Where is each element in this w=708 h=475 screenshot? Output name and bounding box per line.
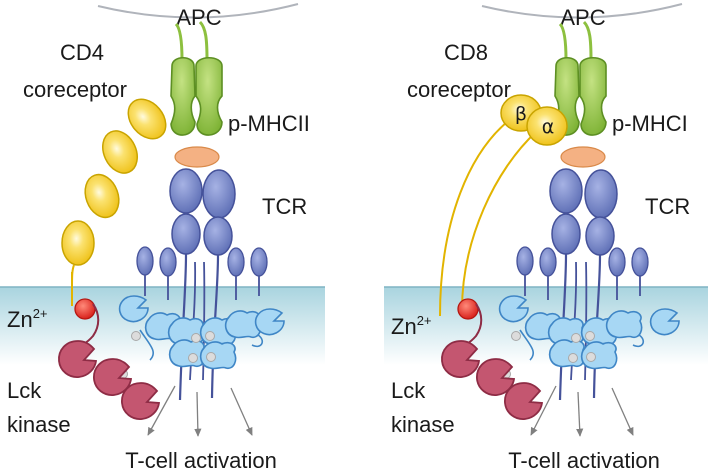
left-tcr-label: TCR <box>262 194 307 219</box>
right-coreceptor-name: CD8 <box>444 40 488 65</box>
left-cd4-domains <box>61 98 167 306</box>
left-mhc-complex <box>170 56 223 168</box>
right-apc-label: APC <box>560 5 605 30</box>
right-lck-line1: Lck <box>391 378 426 403</box>
right-cd8-coreceptor: β α <box>439 94 568 317</box>
left-zinc-label: Zn2+ <box>7 306 48 332</box>
left-coreceptor-word: coreceptor <box>23 77 127 102</box>
left-signal-arrows <box>147 385 253 437</box>
right-lck-kinase <box>441 303 543 420</box>
right-tcr-label: TCR <box>645 194 690 219</box>
right-mhc-stalk-1 <box>558 22 568 61</box>
right-lck-line2: kinase <box>391 412 455 437</box>
right-apc-membrane <box>481 3 683 19</box>
left-cd3-intracellular <box>118 295 285 379</box>
right-activation-label: T-cell activation <box>508 448 660 473</box>
left-mhc-stalk-1 <box>174 22 184 61</box>
cd8-beta-label: β <box>515 103 527 125</box>
cd8-alpha-label: α <box>542 116 555 138</box>
right-coreceptor-word: coreceptor <box>407 77 511 102</box>
right-panel: APC p-MHCI CD8 coreceptor β α <box>384 3 708 473</box>
left-lck-line2: kinase <box>7 412 71 437</box>
left-peptide <box>174 146 220 168</box>
cd8-alpha-domain <box>526 106 568 146</box>
left-mhc-stalk-2 <box>198 20 209 61</box>
right-zinc-label: Zn2+ <box>391 313 432 339</box>
right-signal-arrows <box>530 385 634 437</box>
left-activation-label: T-cell activation <box>125 448 277 473</box>
left-mhc-label: p-MHCII <box>228 111 310 136</box>
right-mhc-complex <box>554 56 607 168</box>
left-apc-label: APC <box>176 5 221 30</box>
left-panel: APC p-MHCII CD4 coreceptor <box>0 3 325 473</box>
left-lck-line1: Lck <box>7 378 42 403</box>
right-mhc-stalk-2 <box>582 20 593 61</box>
right-mhc-label: p-MHCI <box>612 111 688 136</box>
left-apc-membrane <box>97 3 299 19</box>
right-tcr <box>516 168 649 401</box>
right-peptide <box>560 146 606 168</box>
right-zinc-ion <box>457 298 479 320</box>
left-coreceptor-name: CD4 <box>60 40 104 65</box>
left-zinc-ion <box>74 298 96 320</box>
left-tcr <box>136 168 268 401</box>
left-lck-kinase <box>58 303 160 420</box>
